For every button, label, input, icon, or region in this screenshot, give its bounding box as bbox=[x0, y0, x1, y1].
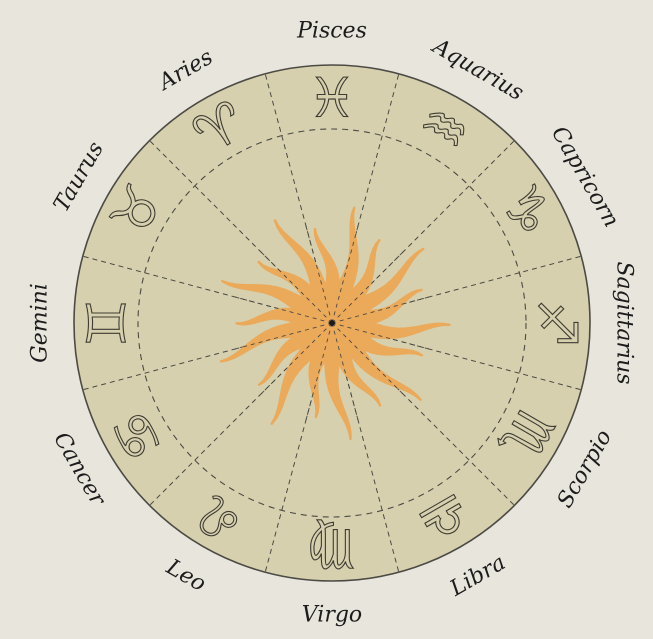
center-dot bbox=[329, 320, 335, 326]
sagittarius-icon: ♐ bbox=[526, 299, 589, 347]
pisces-icon: ♓ bbox=[308, 67, 356, 130]
zodiac-label-pisces: Pisces bbox=[296, 19, 367, 44]
zodiac-label-sagittarius: Sagittarius bbox=[612, 261, 637, 384]
virgo-icon: ♍ bbox=[308, 517, 356, 580]
zodiac-label-virgo: Virgo bbox=[302, 603, 362, 628]
zodiac-label-gemini: Gemini bbox=[28, 283, 53, 363]
gemini-icon: ♊ bbox=[76, 299, 139, 347]
